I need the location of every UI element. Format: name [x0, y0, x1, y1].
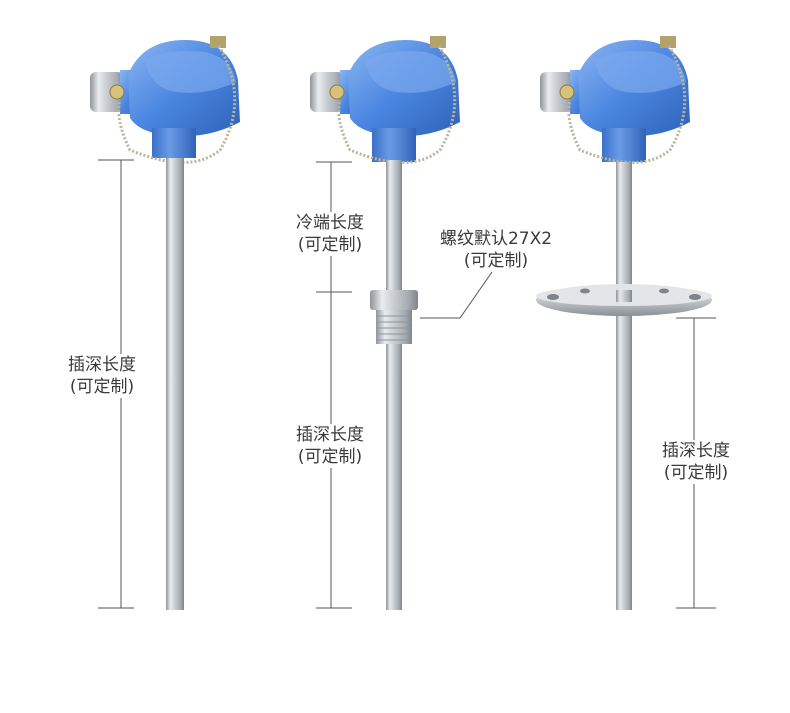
protection-tube — [616, 162, 632, 610]
thread-leader-line — [420, 271, 493, 319]
junction-box-head — [310, 36, 460, 162]
thermocouple-straight — [90, 36, 240, 610]
protection-tube — [166, 158, 184, 610]
cold-end-length-label: 冷端长度 (可定制) — [282, 212, 378, 256]
label-line-1: 插深长度 — [296, 425, 364, 445]
label-line-2: (可定制) — [297, 235, 363, 255]
label-line-1: 插深长度 — [68, 355, 136, 375]
chain — [117, 45, 237, 164]
junction-box-head — [540, 36, 690, 162]
label-line-2: (可定制) — [297, 447, 363, 467]
hex-nut — [370, 290, 418, 310]
label-line-2: (可定制) — [663, 463, 729, 483]
cold-end-tube — [386, 160, 402, 292]
insertion-length-label: 插深长度 (可定制) — [54, 354, 150, 398]
label-line-2: (可定制) — [463, 251, 529, 271]
thermocouple-flanged — [536, 36, 716, 610]
thermocouple-threaded — [310, 36, 493, 610]
insertion-length-label: 插深长度 (可定制) — [648, 440, 744, 484]
junction-box-head — [90, 36, 240, 158]
label-line-2: (可定制) — [69, 377, 135, 397]
chain — [567, 45, 687, 164]
label-line-1: 螺纹默认27X2 — [439, 229, 553, 249]
protection-tube — [386, 344, 402, 610]
chain — [337, 45, 457, 164]
label-line-1: 冷端长度 — [296, 213, 364, 233]
insertion-length-label: 插深长度 (可定制) — [282, 424, 378, 468]
thread-default-label: 螺纹默认27X2 (可定制) — [426, 228, 566, 272]
thread — [376, 310, 412, 344]
label-line-1: 插深长度 — [662, 441, 730, 461]
